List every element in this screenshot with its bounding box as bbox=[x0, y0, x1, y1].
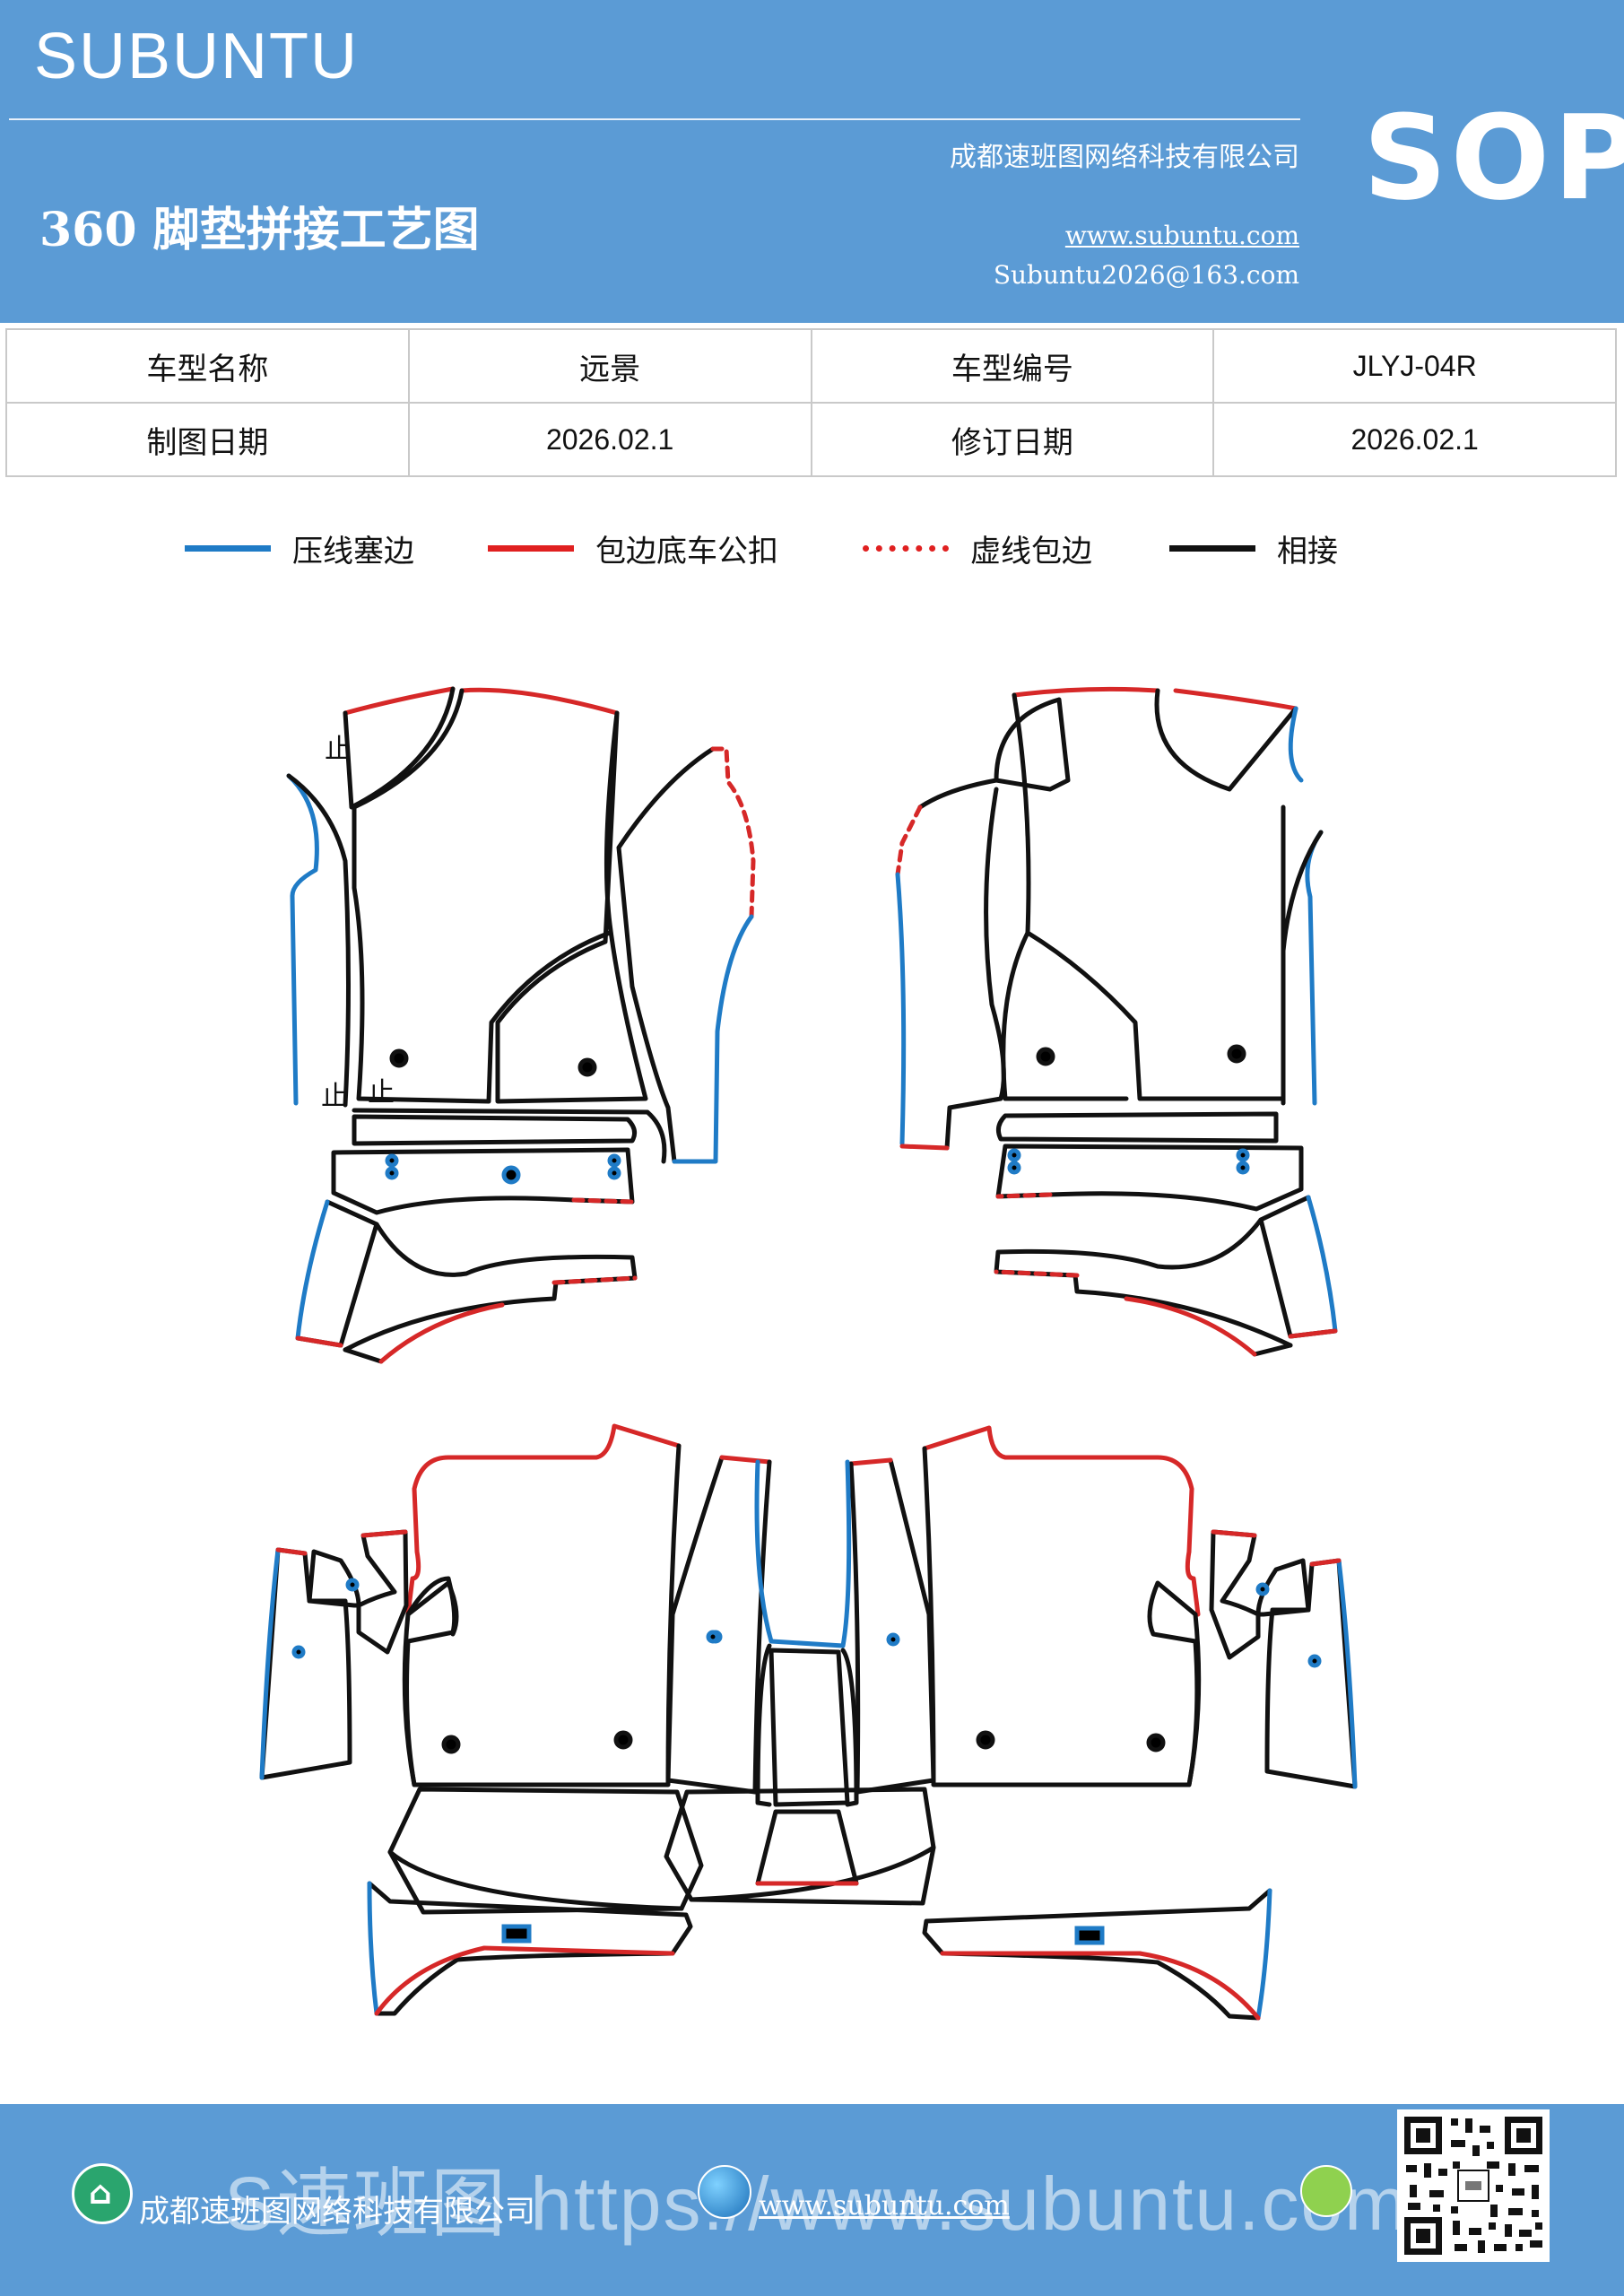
value-draw-date: 2026.02.1 bbox=[407, 402, 812, 477]
email-address[interactable]: Subuntu2026@163.com bbox=[993, 260, 1299, 290]
label-revise-date: 修订日期 bbox=[810, 402, 1215, 477]
legend-item-red-edge: 包边底车公扣 bbox=[488, 526, 778, 570]
table-row: 制图日期 2026.02.1 修订日期 2026.02.1 bbox=[5, 402, 1617, 477]
label-draw-date: 制图日期 bbox=[5, 402, 410, 477]
globe-icon bbox=[698, 2165, 751, 2219]
value-revise-date: 2026.02.1 bbox=[1212, 402, 1617, 477]
value-model-code: JLYJ-04R bbox=[1212, 328, 1617, 404]
legend-item-join: 相接 bbox=[1169, 526, 1338, 570]
brand-logo-text: SUBUNTU bbox=[34, 21, 360, 92]
qr-code-icon bbox=[1397, 2109, 1550, 2262]
front-right-mat bbox=[895, 686, 1338, 1357]
rear-left-mat bbox=[259, 1423, 772, 2016]
up-mark: 止 bbox=[368, 1077, 395, 1109]
rear-right-mat bbox=[664, 1425, 1358, 2021]
header-divider bbox=[9, 118, 1300, 120]
legend-swatch-blue bbox=[185, 544, 271, 552]
legend-label: 相接 bbox=[1277, 533, 1338, 570]
legend-item-press-line: 压线塞边 bbox=[185, 526, 414, 570]
legend-label: 虚线包边 bbox=[970, 533, 1092, 570]
legend-swatch-red bbox=[488, 544, 574, 552]
center-tunnel-mat bbox=[706, 1459, 859, 1886]
vehicle-info-table: 车型名称 远景 车型编号 JLYJ-04R 制图日期 2026.02.1 修订日… bbox=[5, 328, 1617, 477]
table-row: 车型名称 远景 车型编号 JLYJ-04R bbox=[5, 328, 1617, 404]
footer-company-name: 成都速班图网络科技有限公司 bbox=[139, 2194, 535, 2230]
front-left-mat bbox=[286, 686, 756, 1364]
legend-item-dashed-edge: 虚线包边 bbox=[863, 526, 1092, 570]
wechat-icon bbox=[1300, 2165, 1352, 2217]
company-icon: ⌂ bbox=[72, 2163, 133, 2224]
up-markers: 止 止 止 bbox=[321, 734, 395, 1112]
label-model-name: 车型名称 bbox=[5, 328, 410, 404]
footer-website-link[interactable]: www.subuntu.com bbox=[759, 2190, 1010, 2222]
label-model-code: 车型编号 bbox=[810, 328, 1215, 404]
legend-swatch-black bbox=[1169, 544, 1255, 552]
sop-badge: SOP bbox=[1363, 90, 1624, 226]
page-title: 360 脚垫拼接工艺图 bbox=[39, 203, 480, 257]
header-banner bbox=[0, 0, 1624, 323]
up-mark: 止 bbox=[325, 734, 352, 765]
legend-label: 压线塞边 bbox=[292, 533, 414, 570]
watermark-overlay: S速班图 https://www.subuntu.com bbox=[224, 2161, 1410, 2246]
up-mark: 止 bbox=[321, 1081, 348, 1112]
footer-banner bbox=[0, 2104, 1624, 2296]
legend-label: 包边底车公扣 bbox=[595, 533, 778, 570]
legend-swatch-red-dashed bbox=[863, 544, 949, 552]
value-model-name: 远景 bbox=[407, 328, 812, 404]
website-link[interactable]: www.subuntu.com bbox=[1064, 221, 1299, 250]
company-name: 成都速班图网络科技有限公司 bbox=[950, 142, 1299, 173]
